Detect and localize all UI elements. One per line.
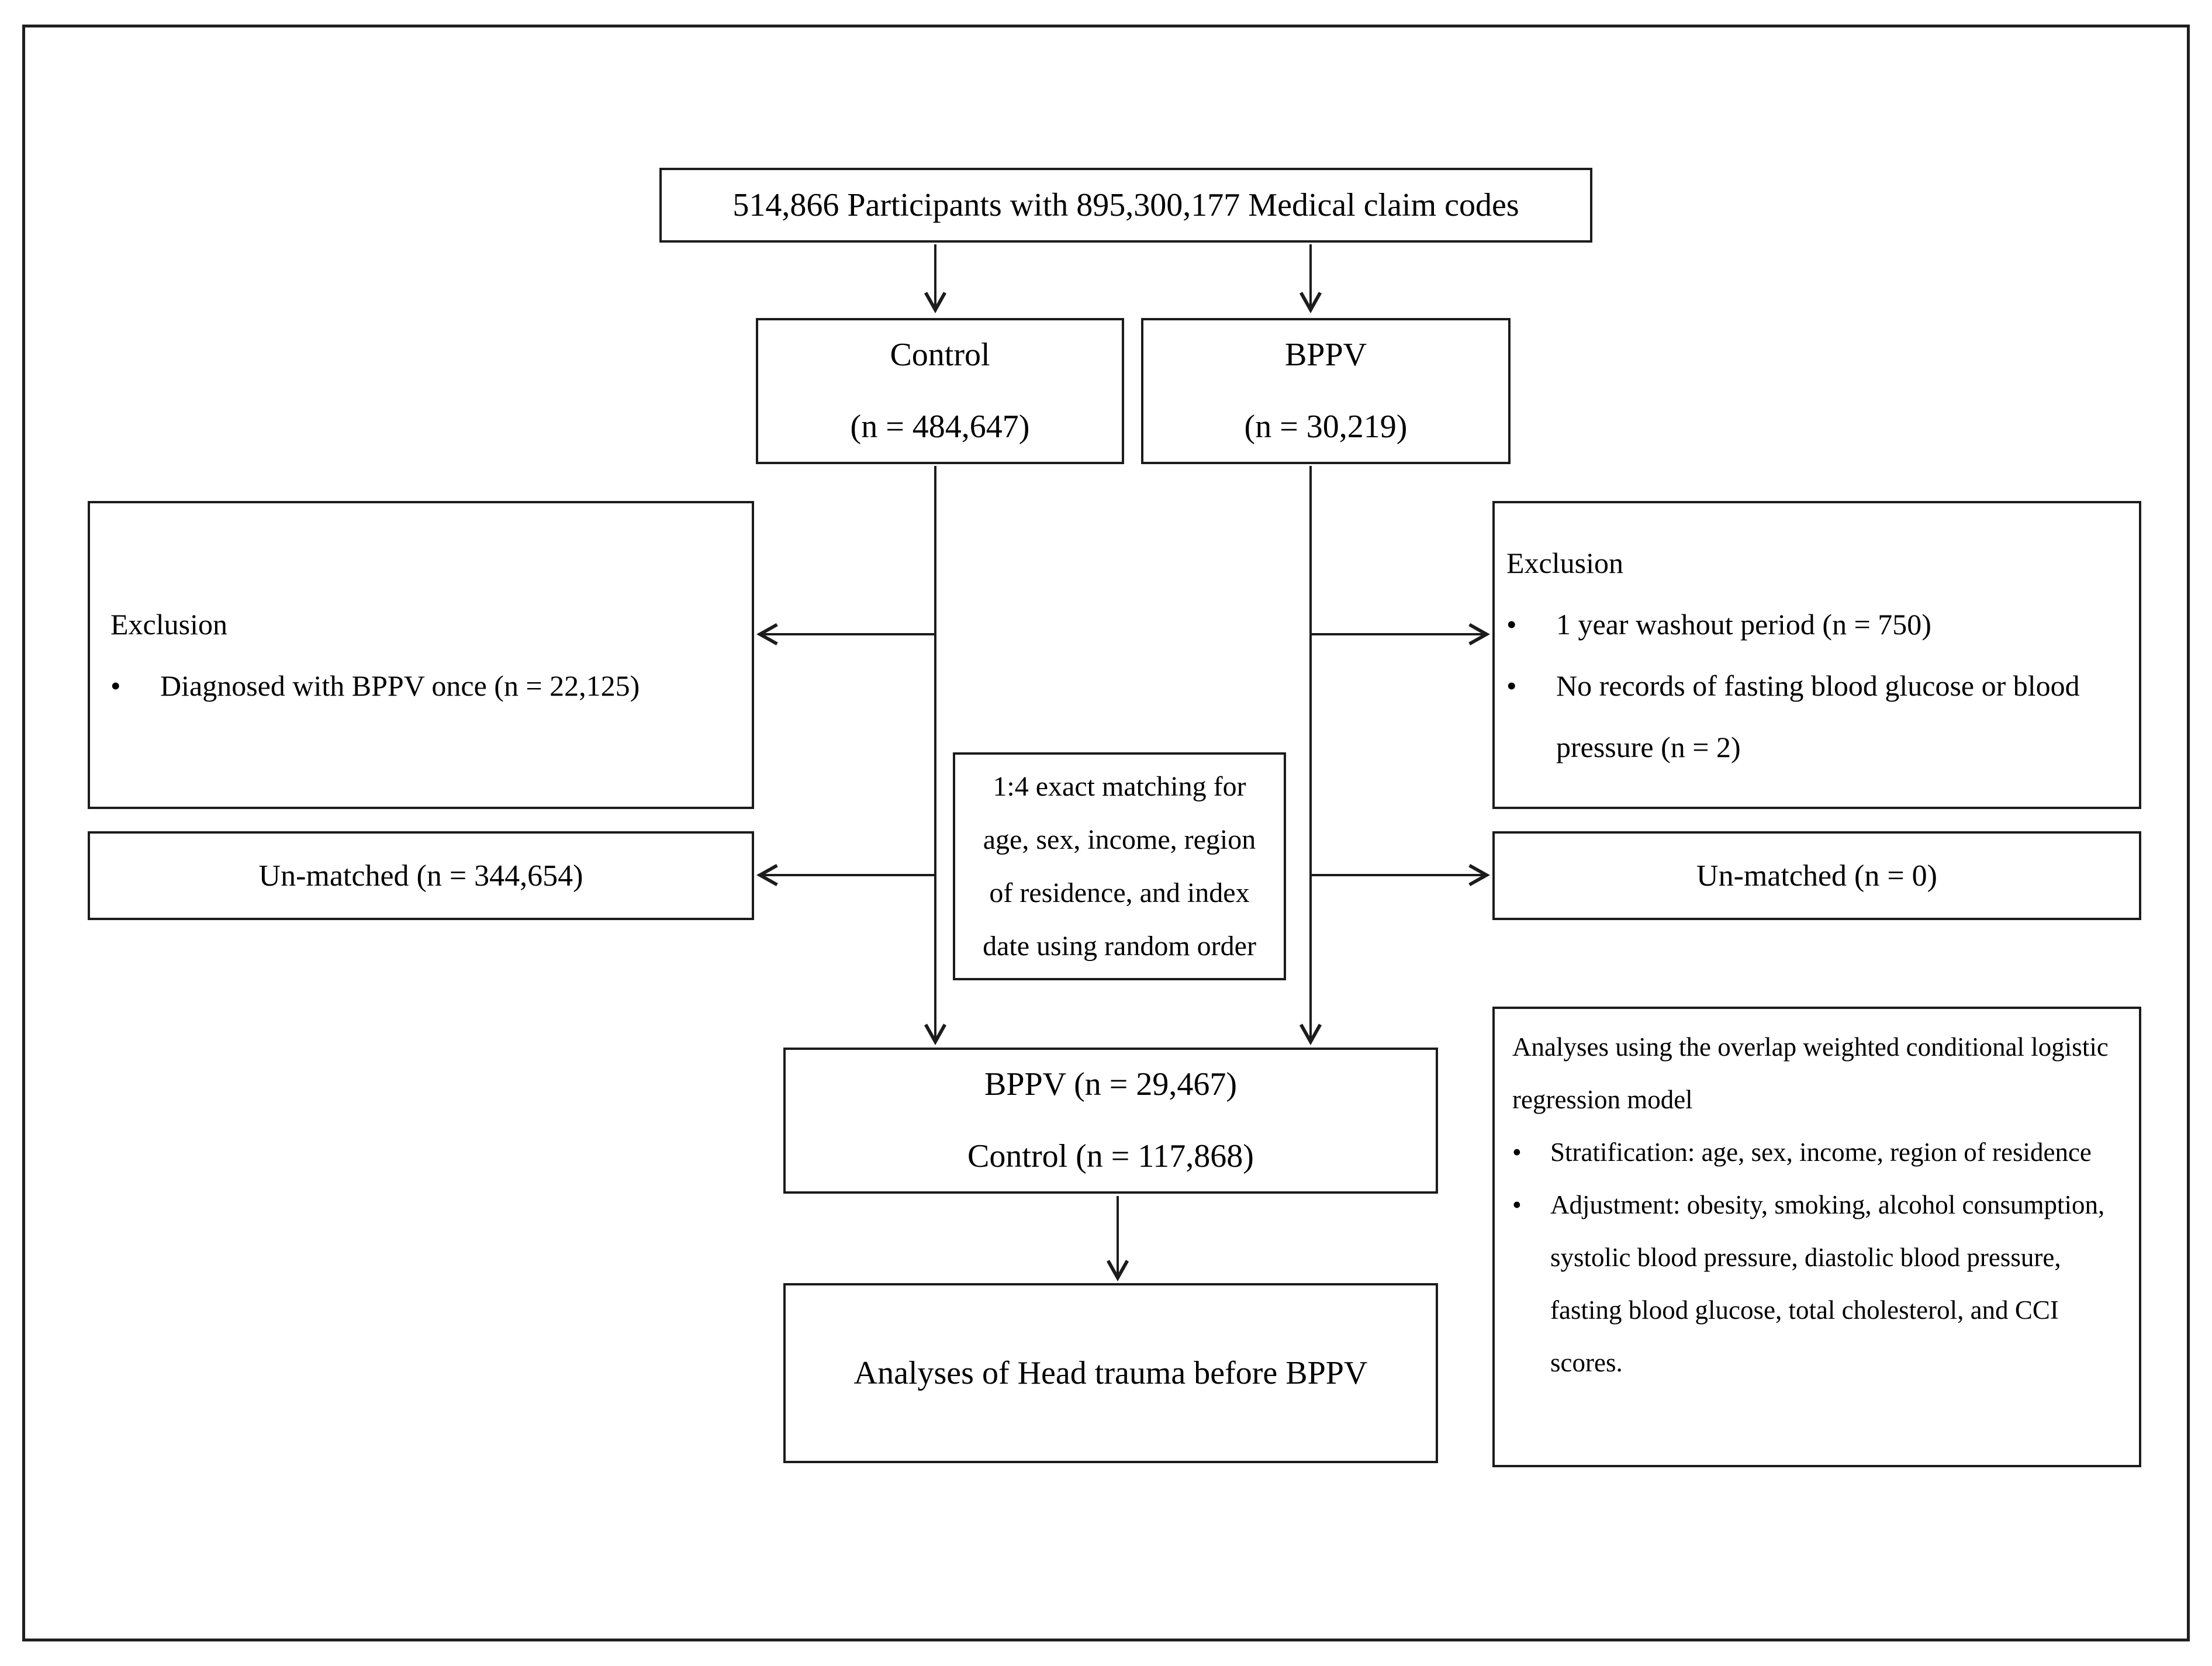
left-exclusion-item-text: Diagnosed with BPPV once (n = 22,125)	[160, 669, 640, 702]
bppv-count: (n = 30,219)	[1244, 409, 1408, 445]
participants-box: 514,866 Participants with 895,300,177 Me…	[659, 168, 1592, 243]
analysis-item-text: Adjustment: obesity, smoking, alcohol co…	[1550, 1190, 2105, 1377]
matching-line: date using random order	[983, 931, 1256, 962]
matching-line: 1:4 exact matching for	[993, 770, 1246, 802]
bppv-label: BPPV	[1284, 336, 1367, 373]
right-exclusion-item-text: No records of fasting blood glucose or b…	[1556, 669, 2080, 763]
bppv-box: BPPV (n = 30,219)	[1141, 318, 1511, 464]
bullet-icon: •	[1506, 669, 1517, 702]
analysis-model-box: Analyses using the overlap weighted cond…	[1492, 1007, 2141, 1467]
left-exclusion-box: Exclusion • Diagnosed with BPPV once (n …	[88, 501, 754, 809]
matched-control-count: Control (n = 117,868)	[967, 1138, 1254, 1174]
bullet-icon: •	[110, 669, 121, 702]
right-unmatched-box: Un-matched (n = 0)	[1492, 831, 2141, 920]
participants-text: 514,866 Participants with 895,300,177 Me…	[732, 187, 1519, 223]
left-exclusion-title: Exclusion	[110, 607, 227, 641]
right-exclusion-item: • No records of fasting blood glucose or…	[1506, 655, 2113, 778]
right-exclusion-box: Exclusion • 1 year washout period (n = 7…	[1492, 501, 2141, 809]
right-exclusion-item-text: 1 year washout period (n = 750)	[1556, 607, 1931, 641]
matching-line: of residence, and index	[989, 877, 1250, 908]
bullet-icon: •	[1512, 1138, 1522, 1167]
control-label: Control	[890, 336, 990, 373]
right-unmatched-text: Un-matched (n = 0)	[1696, 859, 1937, 893]
control-box: Control (n = 484,647)	[756, 318, 1124, 464]
left-unmatched-box: Un-matched (n = 344,654)	[88, 831, 754, 920]
bullet-icon: •	[1506, 607, 1517, 641]
matched-bppv-count: BPPV (n = 29,467)	[984, 1066, 1237, 1102]
left-exclusion-item: • Diagnosed with BPPV once (n = 22,125)	[110, 655, 728, 717]
right-exclusion-title: Exclusion	[1506, 546, 1623, 579]
right-exclusion-item: • 1 year washout period (n = 750)	[1506, 594, 2113, 655]
control-count: (n = 484,647)	[850, 409, 1030, 445]
head-trauma-box: Analyses of Head trauma before BPPV	[783, 1283, 1438, 1463]
matching-box: 1:4 exact matching for age, sex, income,…	[953, 752, 1286, 980]
analysis-item-text: Stratification: age, sex, income, region…	[1550, 1138, 2092, 1167]
head-trauma-text: Analyses of Head trauma before BPPV	[853, 1355, 1368, 1391]
left-unmatched-text: Un-matched (n = 344,654)	[258, 859, 583, 893]
matching-line: age, sex, income, region	[983, 824, 1256, 855]
analysis-title: Analyses using the overlap weighted cond…	[1512, 1032, 2109, 1114]
matched-cohort-box: BPPV (n = 29,467) Control (n = 117,868)	[783, 1048, 1438, 1194]
analysis-item: • Stratification: age, sex, income, regi…	[1512, 1126, 2121, 1178]
bullet-icon: •	[1512, 1190, 1522, 1219]
analysis-item: • Adjustment: obesity, smoking, alcohol …	[1512, 1178, 2121, 1389]
